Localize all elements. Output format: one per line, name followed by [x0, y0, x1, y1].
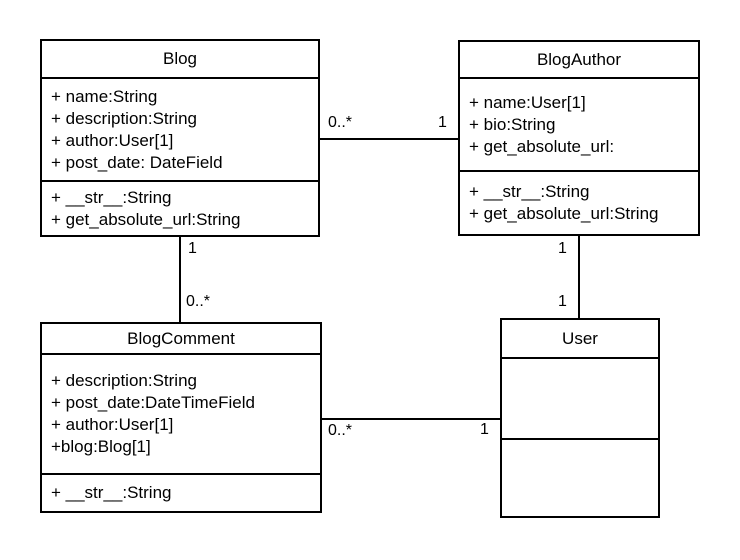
methods-compartment: + __str__:String + get_absolute_url:Stri… — [42, 180, 318, 235]
connector-blogauthor-user — [578, 236, 580, 318]
attribute-line: +blog:Blog[1] — [51, 437, 151, 456]
multiplicity-label: 0..* — [328, 114, 353, 131]
connector-blogcomment-user — [322, 418, 500, 420]
attributes-compartment: + name:String + description:String + aut… — [42, 77, 318, 180]
method-line: + __str__:String — [51, 483, 172, 502]
method-line: + __str__:String — [469, 182, 590, 201]
multiplicity-label: 1 — [480, 421, 489, 438]
class-node-blogcomment: BlogComment + description:String + post_… — [40, 322, 322, 513]
multiplicity-label: 0..* — [328, 422, 353, 439]
multiplicity-label: 1 — [558, 293, 567, 310]
attributes-compartment: + name:User[1] + bio:String + get_absolu… — [460, 77, 698, 170]
connector-blog-blogauthor — [320, 138, 458, 140]
method-line: + get_absolute_url:String — [51, 209, 241, 229]
attribute-line: + post_date:DateTimeField — [51, 393, 255, 412]
multiplicity-label: 1 — [188, 240, 197, 257]
class-title-blogcomment: BlogComment — [127, 328, 235, 348]
attribute-line: + name:String — [51, 86, 158, 106]
class-title-blog: Blog — [162, 49, 198, 68]
method-line: + __str__:String — [51, 187, 172, 207]
methods-compartment: + __str__:String + get_absolute_url:Stri… — [460, 170, 698, 234]
multiplicity-label: 1 — [558, 240, 567, 257]
multiplicity-label: 0..* — [186, 293, 211, 310]
class-node-blog: Blog + name:String + description:String … — [40, 39, 320, 237]
attribute-line: + description:String — [51, 108, 197, 128]
class-node-user: User — [500, 318, 660, 518]
attribute-line: + author:User[1] — [51, 130, 174, 150]
attribute-line: + author:User[1] — [51, 415, 174, 434]
multiplicity-label: 1 — [438, 114, 447, 131]
methods-compartment: + __str__:String — [42, 473, 320, 511]
class-title-user: User — [562, 328, 598, 348]
attribute-line: + name:User[1] — [469, 92, 586, 112]
connector-blog-blogcomment — [179, 237, 181, 322]
attribute-line: + description:String — [51, 371, 197, 390]
attributes-compartment-empty — [502, 357, 658, 438]
class-node-blogauthor: BlogAuthor + name:User[1] + bio:String +… — [458, 40, 700, 236]
attribute-line: + get_absolute_url: — [469, 136, 615, 156]
class-title-blogauthor: BlogAuthor — [536, 49, 622, 69]
attribute-line: + bio:String — [469, 114, 556, 134]
attribute-line: + post_date: DateField — [51, 152, 223, 172]
attributes-compartment: + description:String + post_date:DateTim… — [42, 353, 320, 473]
methods-compartment-empty — [502, 438, 658, 516]
method-line: + get_absolute_url:String — [469, 204, 659, 223]
